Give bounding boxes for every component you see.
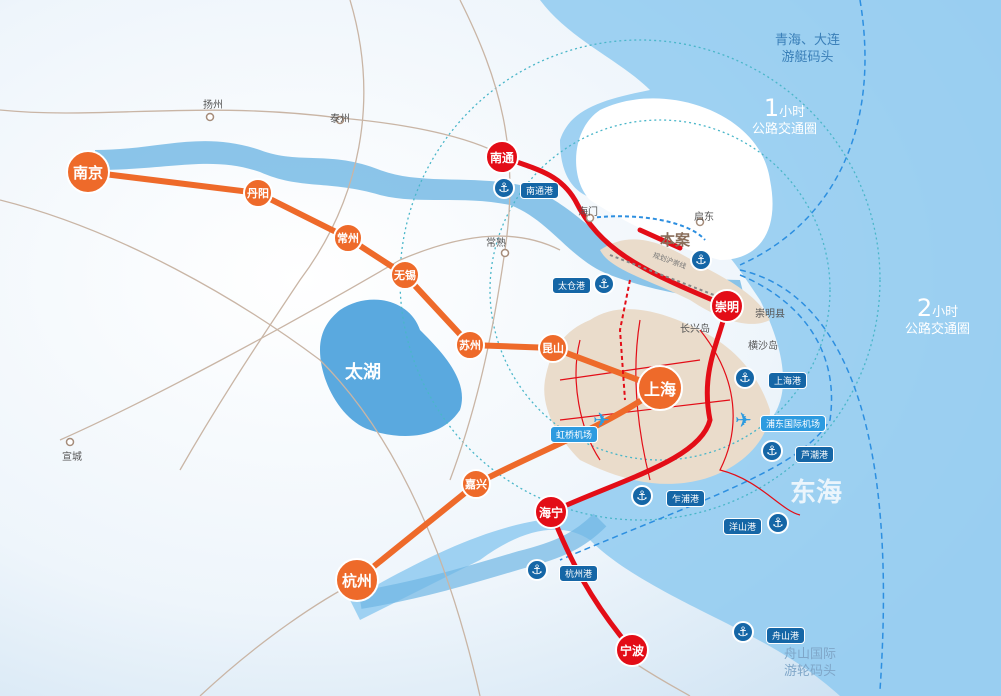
town-changshu: 常熟 <box>486 238 506 249</box>
airplane-icon: ✈ <box>593 408 610 432</box>
sea-route-coastal <box>559 274 833 561</box>
port-zhoushan[interactable]: 舟山港 <box>766 627 806 644</box>
port-taicang[interactable]: 太仓港 <box>552 277 592 294</box>
town-qidong: 启东 <box>694 212 714 223</box>
town-yangzhou: 扬州 <box>203 100 223 111</box>
port-yangshan[interactable]: 洋山港 <box>723 518 763 535</box>
city-chongming[interactable]: 崇明 <box>710 289 744 323</box>
anchor-icon: ⚓ <box>767 512 789 534</box>
city-nanjing[interactable]: 南京 <box>66 150 110 194</box>
ring-inner <box>489 119 831 461</box>
yacht-terminal-label: 青海、大连 游艇码头 <box>775 32 840 66</box>
ring2-text: 公路交通圈 <box>905 322 971 337</box>
city-changzhou[interactable]: 常州 <box>333 223 363 253</box>
sea-route-south <box>739 269 885 691</box>
port-luchao[interactable]: 芦潮港 <box>795 446 835 463</box>
city-hangzhou[interactable]: 杭州 <box>335 558 379 602</box>
cruise-line2: 游轮码头 <box>784 664 837 679</box>
yacht-line2: 游艇码头 <box>781 50 834 65</box>
yacht-line1: 青海、大连 <box>775 33 841 48</box>
taihu-lake <box>320 299 462 436</box>
anchor-icon: ⚓ <box>493 177 515 199</box>
city-nantong[interactable]: 南通 <box>485 140 519 174</box>
cruise-terminal-label: 舟山国际 游轮码头 <box>784 646 836 680</box>
town-haimen: 海门 <box>578 207 598 218</box>
route-haimen-qidong <box>589 215 706 241</box>
anchor-icon: ⚓ <box>631 485 653 507</box>
lake-label: 太湖 <box>345 362 381 383</box>
ring2-unit: 小时 <box>932 305 959 320</box>
sea-label: 东海 <box>790 478 843 508</box>
port-hangzhou[interactable]: 杭州港 <box>559 565 599 582</box>
airport-hongqiao[interactable]: 虹桥机场 <box>550 426 599 443</box>
ring2-num: 2 <box>916 294 933 322</box>
sea <box>350 0 1001 696</box>
ring1-label: 1小时 公路交通圈 <box>752 96 818 138</box>
dashed-rail-link <box>618 279 631 401</box>
city-jiaxing[interactable]: 嘉兴 <box>461 469 491 499</box>
city-kunshan[interactable]: 昆山 <box>538 333 568 363</box>
city-ningbo[interactable]: 宁波 <box>615 633 649 667</box>
ring1-unit: 小时 <box>779 105 806 120</box>
port-nantong[interactable]: 南通港 <box>520 182 560 199</box>
town-taizhou: 泰州 <box>330 114 350 125</box>
qidong-land <box>576 98 773 260</box>
anchor-icon: ⚓ <box>593 273 615 295</box>
port-zhapu[interactable]: 乍浦港 <box>666 490 706 507</box>
cruise-line1: 舟山国际 <box>784 647 837 662</box>
qiantang-river <box>358 513 607 609</box>
city-haining[interactable]: 海宁 <box>534 495 568 529</box>
ring1-num: 1 <box>763 94 780 122</box>
rail-nantong-ningbo <box>499 154 730 653</box>
ring1-text: 公路交通圈 <box>752 122 818 137</box>
project-label: 本案 <box>660 231 691 249</box>
town-hengshadao: 横沙岛 <box>748 341 778 352</box>
project-rail-segment <box>637 227 683 251</box>
sea-route-north <box>739 0 866 266</box>
ring2-label: 2小时 公路交通圈 <box>905 296 971 338</box>
town-changxingdao: 长兴岛 <box>680 324 710 335</box>
town-chongmingxian: 崇明县 <box>755 309 785 320</box>
port-shanghai[interactable]: 上海港 <box>768 372 808 389</box>
town-dots <box>65 112 705 447</box>
city-shanghai[interactable]: 上海 <box>637 365 683 411</box>
anchor-icon: ⚓ <box>761 440 783 462</box>
airport-pudong[interactable]: 浦东国际机场 <box>760 415 827 432</box>
city-wuxi[interactable]: 无锡 <box>390 260 420 290</box>
city-danyang[interactable]: 丹阳 <box>243 178 273 208</box>
shanghai-roads <box>559 319 801 516</box>
airplane-icon: ✈ <box>735 408 752 432</box>
ring-outer <box>399 39 881 521</box>
anchor-icon: ⚓ <box>690 249 712 271</box>
anchor-icon: ⚓ <box>732 621 754 643</box>
city-suzhou[interactable]: 苏州 <box>455 330 485 360</box>
anchor-icon: ⚓ <box>526 559 548 581</box>
town-xuancheng: 宣城 <box>62 452 82 463</box>
anchor-icon: ⚓ <box>734 367 756 389</box>
